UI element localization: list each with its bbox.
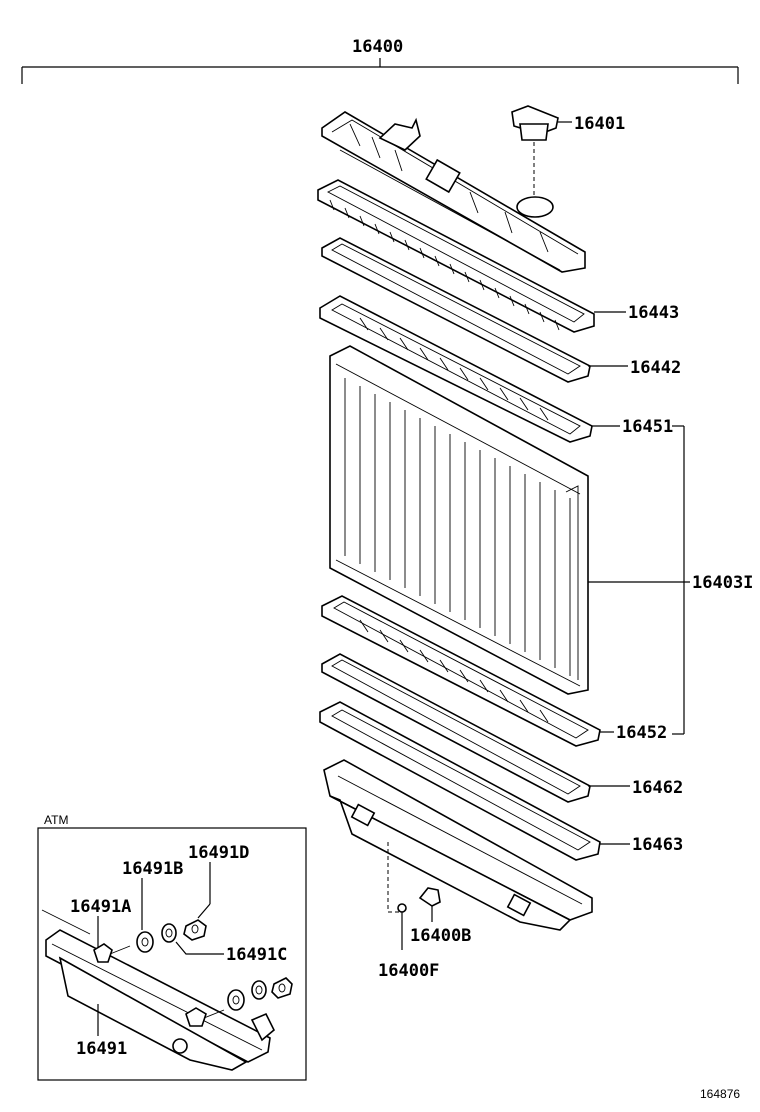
label-16401: 16401 — [574, 114, 625, 134]
label-16491D: 16491D — [188, 843, 249, 863]
label-16400F: 16400F — [378, 961, 439, 981]
upper-plate — [319, 295, 593, 443]
label-16400B: 16400B — [410, 926, 471, 946]
label-16452: 16452 — [616, 723, 667, 743]
lower-plate — [321, 595, 601, 747]
upper-tank — [321, 111, 586, 273]
radiator-core — [329, 345, 589, 695]
label-16442: 16442 — [630, 358, 681, 378]
label-16403: 16403I — [692, 573, 753, 593]
washer-a — [136, 931, 154, 953]
radiator-cap — [511, 105, 559, 196]
upper-tank-frame — [317, 179, 595, 333]
drain-plug — [397, 903, 407, 913]
atm-inset — [37, 827, 307, 1081]
nut-d — [183, 919, 207, 941]
lower-tank — [323, 759, 593, 931]
label-16491B: 16491B — [122, 859, 183, 879]
assembly-label: 16400 — [352, 37, 403, 57]
figure-number: 164876 — [700, 1087, 740, 1101]
atm-label: ATM — [44, 813, 68, 827]
washer-b — [161, 923, 177, 943]
label-16462: 16462 — [632, 778, 683, 798]
assembly-bracket — [21, 58, 739, 84]
drain-cock — [418, 887, 441, 918]
label-16451: 16451 — [622, 417, 673, 437]
lower-gasket — [321, 653, 591, 803]
label-16463: 16463 — [632, 835, 683, 855]
label-16491: 16491 — [76, 1039, 127, 1059]
label-16491C: 16491C — [226, 945, 287, 965]
label-16443: 16443 — [628, 303, 679, 323]
upper-gasket — [321, 237, 591, 383]
label-16491A: 16491A — [70, 897, 131, 917]
lower-tank-frame — [319, 701, 601, 861]
leader-lines — [401, 121, 690, 950]
